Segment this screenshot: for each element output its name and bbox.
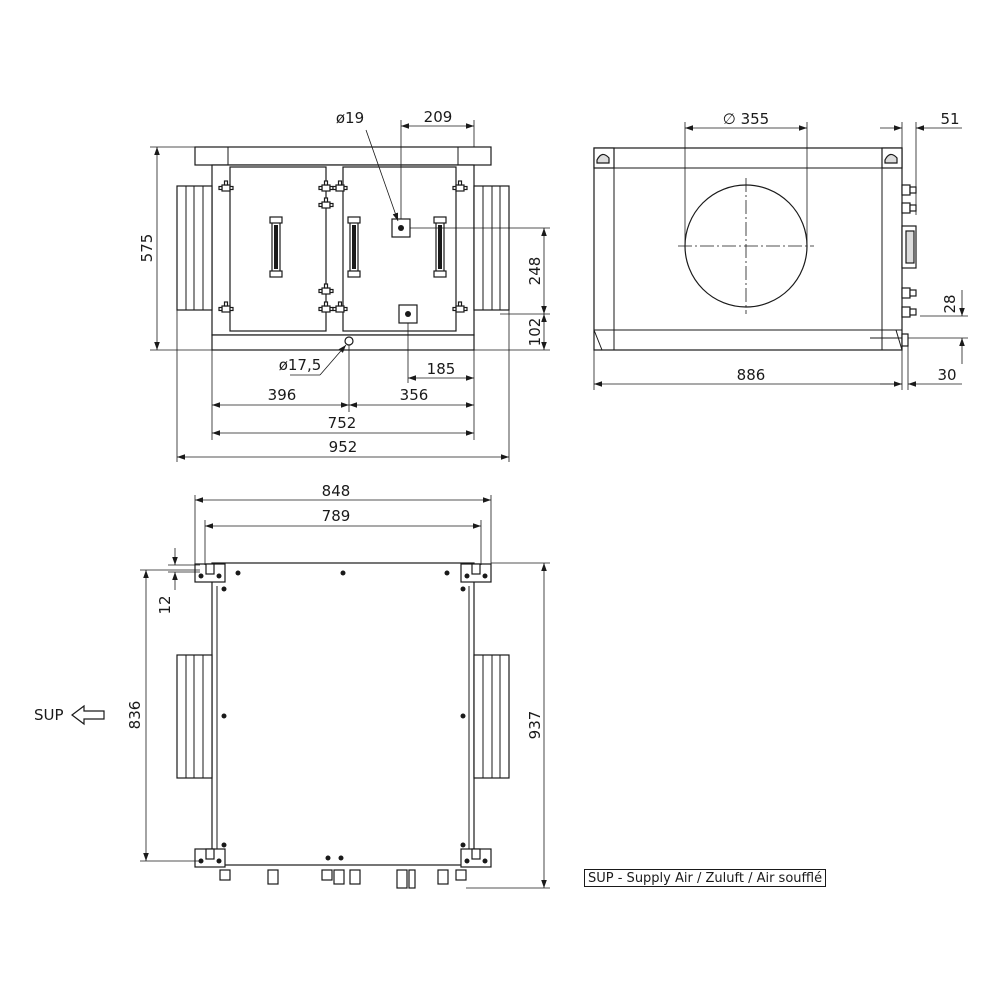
bottom-fittings <box>219 869 467 889</box>
dim-102: 102 <box>526 318 544 347</box>
dim-51: 51 <box>940 110 959 128</box>
dim-396: 396 <box>268 386 297 404</box>
access-panel-right <box>342 166 457 332</box>
dim-dia-17-5: ø17,5 <box>279 356 322 374</box>
base-frame <box>211 334 475 351</box>
dim-12: 12 <box>156 595 174 614</box>
front-view: 575 ø19 209 248 102 ø17,5 185 396 356 75… <box>138 108 550 462</box>
dim-356: 356 <box>400 386 429 404</box>
dim-248: 248 <box>526 257 544 286</box>
dim-dia-355: ∅ 355 <box>723 110 769 128</box>
dim-848: 848 <box>322 482 351 500</box>
dim-185: 185 <box>427 360 456 378</box>
sup-arrow-icon <box>71 704 105 726</box>
top-rail <box>194 146 492 166</box>
dim-28: 28 <box>941 294 959 313</box>
top-body <box>211 562 475 866</box>
dim-952: 952 <box>329 438 358 456</box>
dim-575: 575 <box>138 234 156 263</box>
dim-30: 30 <box>937 366 956 384</box>
dim-886: 886 <box>737 366 766 384</box>
dim-752: 752 <box>328 414 357 432</box>
drain-outlet <box>344 336 354 346</box>
sup-label: SUP <box>34 706 64 724</box>
dim-836: 836 <box>126 701 144 730</box>
top-view: 848 789 12 836 937 SUP <box>34 482 550 889</box>
dim-789: 789 <box>322 507 351 525</box>
dim-937: 937 <box>526 711 544 740</box>
legend-box: SUP - Supply Air / Zuluft / Air soufflé <box>584 869 827 887</box>
side-fittings <box>870 184 917 347</box>
dim-209: 209 <box>424 108 453 126</box>
side-view: ∅ 355 51 28 886 30 <box>593 110 968 390</box>
dim-dia-19: ø19 <box>336 109 364 127</box>
